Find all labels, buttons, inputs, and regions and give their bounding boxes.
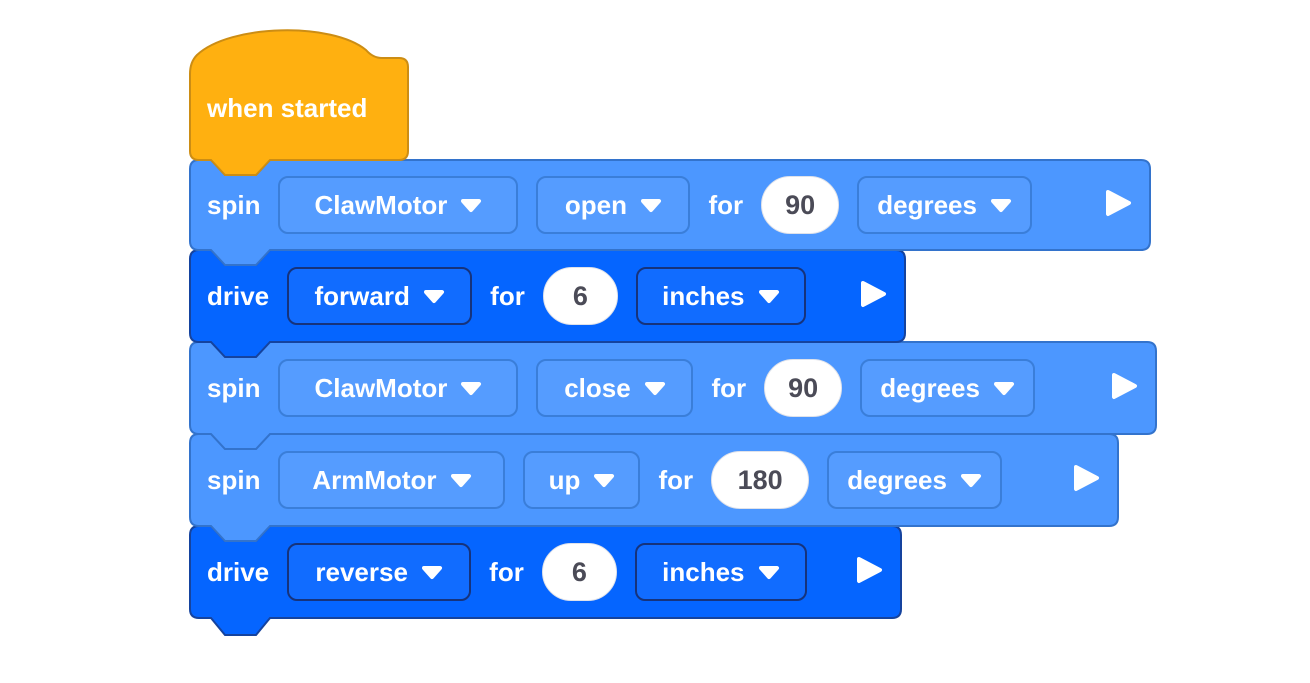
block-row-spin-armmotor-up: spin ArmMotor up for 180 degrees (190, 434, 1118, 526)
chevron-down-icon (644, 381, 666, 396)
run-block-button[interactable] (858, 279, 888, 314)
amount-input[interactable]: 180 (711, 451, 810, 509)
direction-dropdown-value: close (564, 372, 631, 403)
unit-dropdown-value: degrees (877, 189, 977, 220)
command-label: spin (207, 189, 261, 220)
motor-dropdown-value: ArmMotor (312, 464, 437, 495)
spin-clawmotor-close-block-shape[interactable] (189, 341, 1157, 450)
direction-dropdown[interactable]: up (523, 451, 641, 509)
direction-dropdown[interactable]: forward (287, 267, 473, 325)
unit-dropdown[interactable]: degrees (857, 176, 1033, 234)
amount-input[interactable]: 90 (761, 176, 840, 234)
chevron-down-icon (960, 473, 982, 488)
motor-dropdown-value: ClawMotor (314, 189, 448, 220)
direction-dropdown[interactable]: close (536, 359, 694, 417)
for-label: for (489, 556, 524, 587)
run-block-button[interactable] (1103, 188, 1133, 223)
spin-clawmotor-open-block-shape[interactable] (189, 159, 1151, 266)
amount-input[interactable]: 6 (542, 267, 618, 325)
unit-dropdown-value: inches (662, 280, 745, 311)
play-icon (858, 279, 888, 314)
amount-value: 90 (785, 189, 816, 220)
chevron-down-icon (758, 565, 780, 580)
for-label: for (658, 464, 694, 495)
unit-dropdown[interactable]: inches (634, 543, 807, 601)
command-label: spin (207, 464, 261, 495)
chevron-down-icon (993, 381, 1015, 396)
for-label: for (490, 280, 525, 311)
chevron-down-icon (990, 198, 1012, 213)
motor-dropdown[interactable]: ClawMotor (278, 176, 519, 234)
amount-value: 6 (571, 556, 587, 587)
run-block-button[interactable] (854, 555, 884, 590)
amount-value: 6 (572, 280, 588, 311)
command-label: drive (207, 280, 270, 311)
direction-dropdown-value: open (564, 189, 627, 220)
chevron-down-icon (460, 381, 482, 396)
chevron-down-icon (421, 565, 443, 580)
motor-dropdown-value: ClawMotor (314, 372, 448, 403)
spin-armmotor-block-shape[interactable] (189, 433, 1119, 542)
unit-dropdown-value: inches (662, 556, 745, 587)
block-row-spin-clawmotor-close: spin ClawMotor close for 90 degrees (190, 342, 1156, 434)
direction-dropdown-value: forward (314, 280, 410, 311)
direction-dropdown[interactable]: open (536, 176, 691, 234)
when-started-label: when started (207, 92, 368, 123)
unit-dropdown-value: degrees (847, 464, 947, 495)
when-started-hat-shape[interactable] (189, 29, 409, 176)
chevron-down-icon (640, 198, 662, 213)
chevron-down-icon (593, 473, 615, 488)
motor-dropdown[interactable]: ArmMotor (278, 451, 506, 509)
play-icon (1109, 371, 1139, 406)
block-row-drive-reverse: drive reverse for 6 inches (190, 526, 901, 618)
direction-dropdown[interactable]: reverse (287, 543, 472, 601)
unit-dropdown-value: degrees (880, 372, 980, 403)
command-label: drive (207, 556, 270, 587)
command-label: spin (207, 372, 261, 403)
amount-input[interactable]: 6 (541, 543, 617, 601)
play-icon (1103, 188, 1133, 223)
play-icon (854, 555, 884, 590)
unit-dropdown[interactable]: degrees (860, 359, 1036, 417)
direction-dropdown-value: up (548, 464, 581, 495)
block-row-drive-forward: drive forward for 6 inches (190, 250, 905, 342)
play-icon (1071, 463, 1101, 498)
unit-dropdown[interactable]: inches (635, 267, 806, 325)
for-label: for (708, 189, 744, 220)
chevron-down-icon (460, 198, 482, 213)
block-row-spin-clawmotor-open: spin ClawMotor open for 90 degrees (190, 160, 1150, 250)
chevron-down-icon (758, 289, 780, 304)
chevron-down-icon (423, 289, 445, 304)
motor-dropdown[interactable]: ClawMotor (278, 359, 519, 417)
for-label: for (711, 372, 747, 403)
direction-dropdown-value: reverse (315, 556, 408, 587)
chevron-down-icon (450, 473, 472, 488)
unit-dropdown[interactable]: degrees (827, 451, 1003, 509)
amount-value: 90 (788, 372, 819, 403)
amount-value: 180 (737, 464, 783, 495)
run-block-button[interactable] (1109, 371, 1139, 406)
run-block-button[interactable] (1071, 463, 1101, 498)
amount-input[interactable]: 90 (764, 359, 843, 417)
